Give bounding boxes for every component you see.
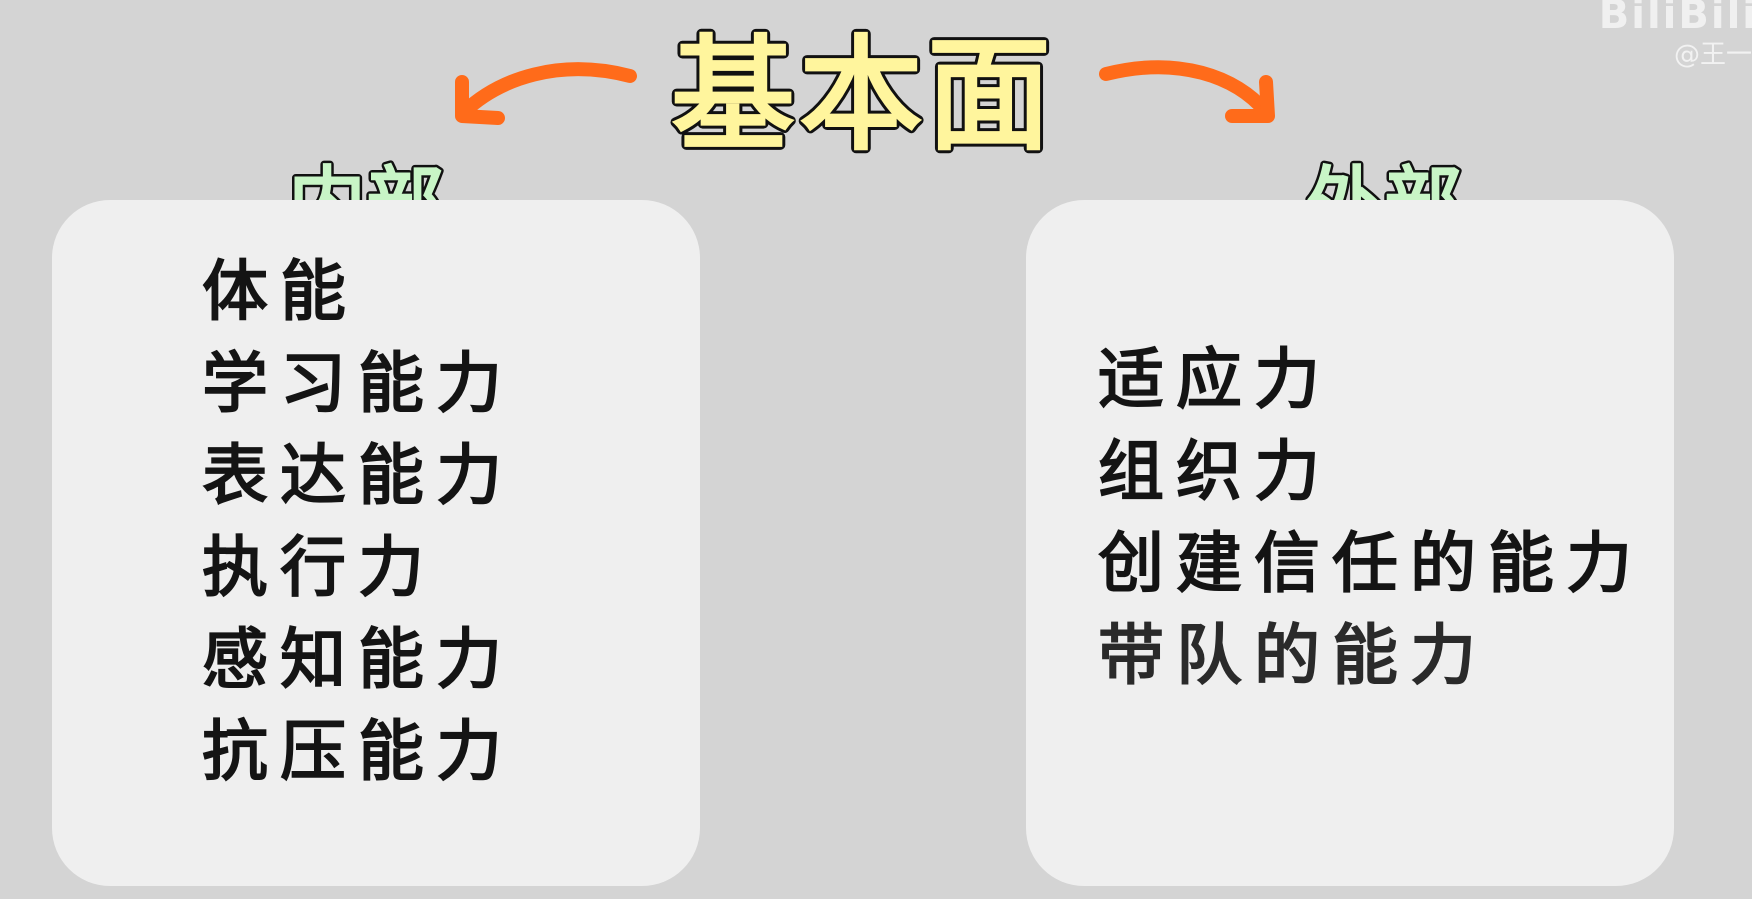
list-item: 抗压能力 bbox=[202, 713, 514, 790]
author-handle: @王一 bbox=[1673, 40, 1752, 70]
list-item: 带队的能力 bbox=[1098, 617, 1488, 694]
main-title: 基本面 bbox=[648, 20, 1078, 160]
external-list: 适应力 组织力 创建信任的能力 带队的能力 bbox=[1098, 334, 1644, 702]
left-arrow-icon bbox=[455, 62, 637, 125]
internal-list: 体能 学习能力 表达能力 执行力 感知能力 抗压能力 bbox=[202, 246, 514, 798]
main-title-text: 基本面 bbox=[671, 24, 1055, 160]
list-item: 体能 bbox=[202, 253, 358, 330]
list-item: 创建信任的能力 bbox=[1098, 525, 1644, 602]
list-item: 组织力 bbox=[1098, 433, 1332, 510]
internal-panel: 体能 学习能力 表达能力 执行力 感知能力 抗压能力 bbox=[52, 200, 700, 886]
list-item: 执行力 bbox=[202, 529, 436, 606]
list-item: 适应力 bbox=[1098, 341, 1332, 418]
list-item: 感知能力 bbox=[202, 621, 514, 698]
list-item: 学习能力 bbox=[202, 345, 514, 422]
watermark-logo: BiliBili bbox=[1598, 0, 1752, 38]
list-item: 表达能力 bbox=[202, 437, 514, 514]
right-arrow-icon bbox=[1099, 60, 1275, 123]
external-panel: 适应力 组织力 创建信任的能力 带队的能力 bbox=[1026, 200, 1674, 886]
